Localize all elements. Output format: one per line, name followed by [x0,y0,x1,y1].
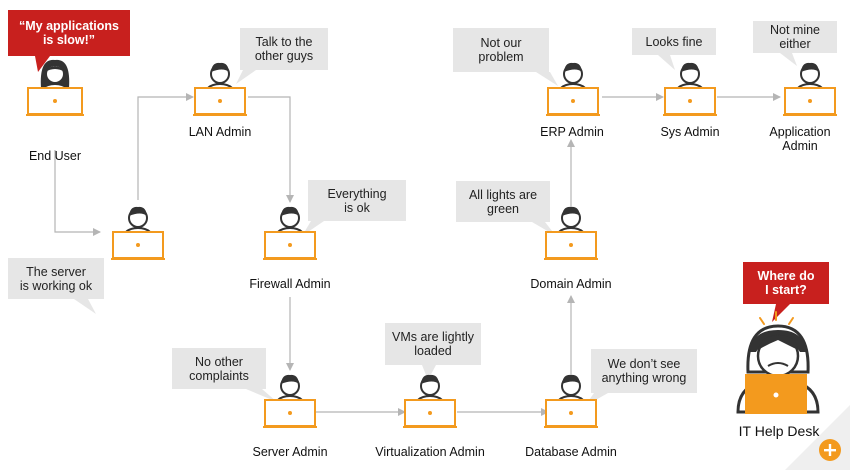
arrow-enduser-to-tech [54,150,101,236]
application-admin-person-icon [783,62,837,116]
firewall-admin-label: Firewall Admin [249,277,331,291]
database-admin-quote: We don’t see anything wrong [591,349,697,393]
end-user-label: End User [28,149,82,163]
bubble-tail-server [246,389,277,402]
stress-marks-icon [759,311,794,325]
bubble-tail-virtualization [422,365,436,380]
application-admin-quote: Not mine either [753,21,837,53]
virtualization-admin-quote: VMs are lightly loaded [385,323,481,365]
bubble-tail-erp [536,72,558,86]
virtualization-admin-person-icon [403,374,457,428]
domain-admin-quote: All lights are green [456,181,550,222]
domain-admin-label: Domain Admin [530,277,612,291]
end-user-person-icon [26,59,84,116]
bubble-tail-tech [74,299,96,314]
end-user-quote: “My applications is slow!” [8,10,130,56]
arrow-tech-to-lan [137,93,194,200]
help-desk-person-icon [736,311,820,414]
application-admin-label: Application Admin [769,125,831,153]
help-desk-label: IT Help Desk [738,423,820,439]
people-layer [26,59,837,428]
database-admin-person-icon [544,374,598,428]
sys-admin-label: Sys Admin [660,125,720,139]
database-admin-label: Database Admin [525,445,617,459]
erp-admin-person-icon [546,62,600,116]
bubble-tail-lan [236,70,256,84]
server-admin-quote: No other complaints [172,348,266,389]
lan-admin-quote: Talk to the other guys [240,28,328,70]
bubble-tail-help-desk [772,304,790,322]
lan-admin-label: LAN Admin [188,125,252,139]
sys-admin-quote: Looks fine [632,28,716,55]
zoom-in-icon[interactable] [819,439,841,461]
sys-admin-person-icon [663,62,717,116]
firewall-admin-quote: Everything is ok [308,180,406,221]
lan-admin-person-icon [193,62,247,116]
virtualization-admin-label: Virtualization Admin [375,445,485,459]
server-admin-person-icon [263,374,317,428]
erp-admin-quote: Not our problem [453,28,549,72]
bubble-tail-app [780,53,797,66]
arrow-lan-to-firewall [248,96,294,203]
help-desk-quote: Where do I start? [743,262,829,304]
tech-person-icon [111,206,165,260]
firewall-admin-person-icon [263,206,317,260]
bubble-tail-end-user [35,56,50,72]
server-admin-label: Server Admin [252,445,328,459]
domain-admin-person-icon [544,206,598,260]
bubble-tail-sys [658,55,675,70]
connectors [54,93,781,416]
erp-admin-label: ERP Admin [540,125,604,139]
tech-quote: The server is working ok [8,258,104,299]
